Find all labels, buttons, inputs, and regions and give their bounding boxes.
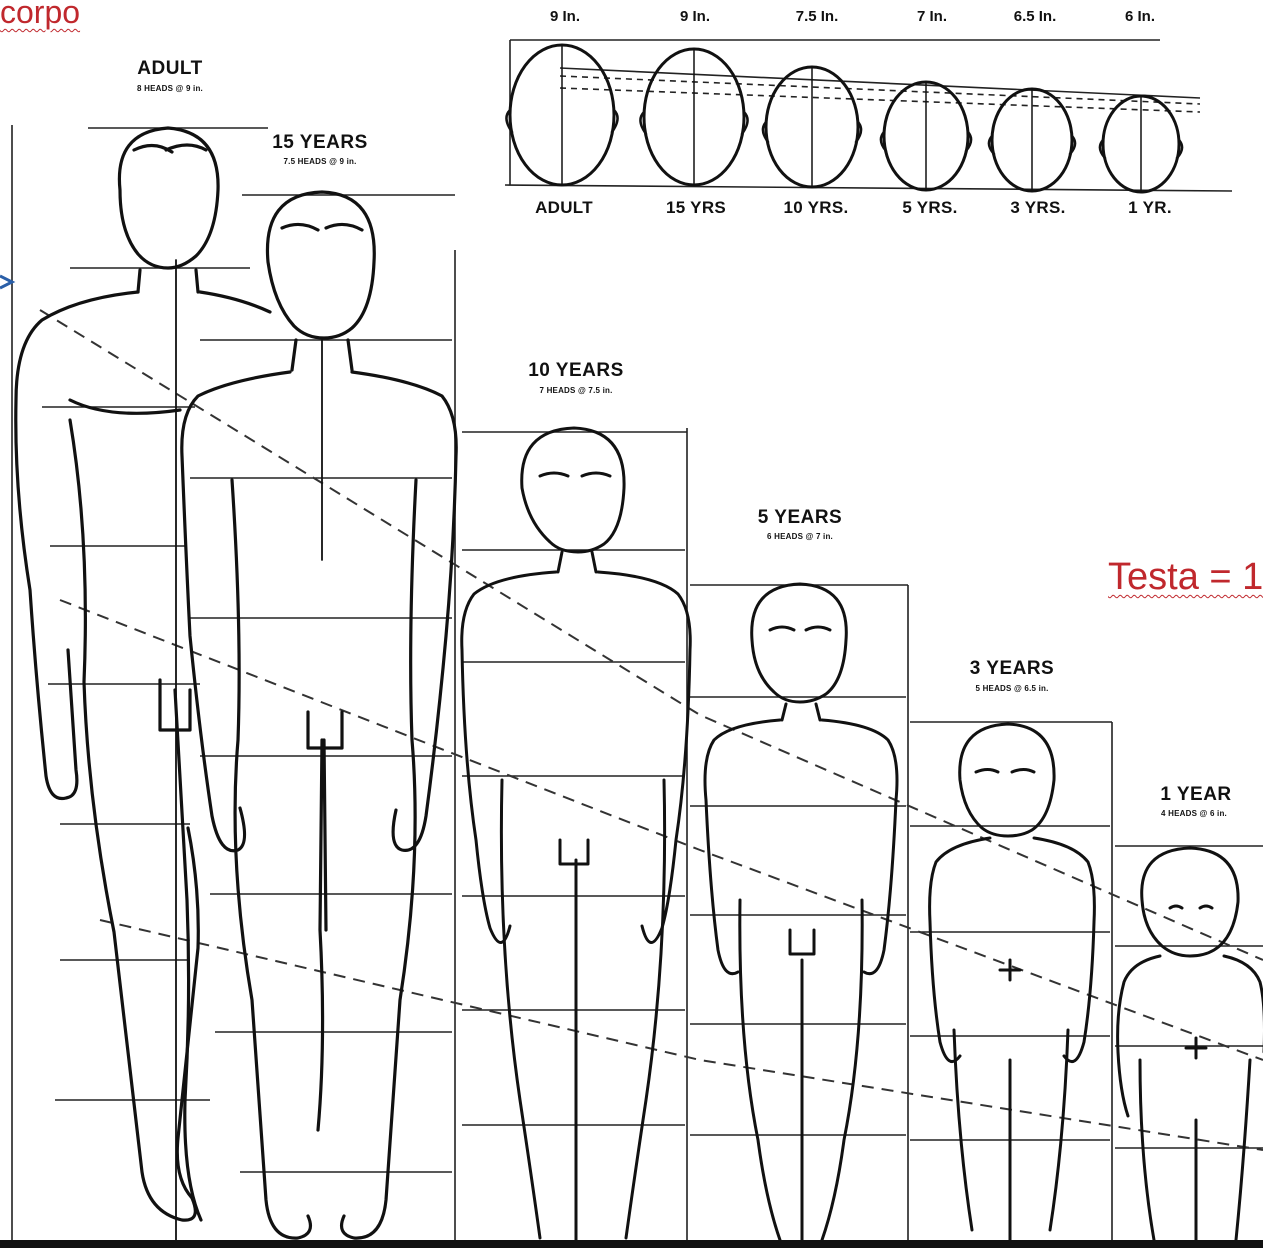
- head-age-15yrs: 15 YRS: [646, 198, 746, 218]
- head-age-3yrs: 3 YRS.: [990, 198, 1086, 218]
- head-adult: [506, 45, 617, 185]
- head-age-adult: ADULT: [512, 198, 616, 218]
- figure-subtitle-1year: 4 HEADS @ 6 in.: [1128, 809, 1260, 818]
- child5-divisions: [690, 697, 906, 1135]
- figure-title-15years: 15 YEARS: [250, 132, 390, 154]
- head-comparison-row: [505, 40, 1232, 192]
- head-age-5yrs: 5 YRS.: [882, 198, 978, 218]
- head-15yrs: [640, 49, 747, 185]
- figure-title-adult: ADULT: [110, 58, 230, 80]
- adult-divisions: [42, 268, 250, 1100]
- figure-subtitle-10years: 7 HEADS @ 7.5 in.: [496, 386, 656, 395]
- head-size-3yrs: 6.5 In.: [990, 8, 1080, 25]
- head-size-1yr: 6 In.: [1100, 8, 1180, 25]
- figure-title-10years: 10 YEARS: [506, 360, 646, 382]
- head-10yrs: [763, 67, 861, 187]
- figure-subtitle-5years: 6 HEADS @ 7 in.: [720, 532, 880, 541]
- figure-1year: [1118, 848, 1263, 1240]
- figure-3years: [930, 724, 1095, 1240]
- figure-title-1year: 1 YEAR: [1132, 784, 1260, 806]
- figure-title-5years: 5 YEARS: [730, 507, 870, 529]
- growth-lines: [40, 310, 1263, 1150]
- figure-15years: [182, 192, 456, 1238]
- head-3yrs: [989, 89, 1075, 191]
- figure-subtitle-3years: 5 HEADS @ 6.5 in.: [932, 684, 1092, 693]
- head-size-adult: 9 In.: [520, 8, 610, 25]
- head-5yrs: [881, 82, 971, 190]
- figure-subtitle-15years: 7.5 HEADS @ 9 in.: [240, 157, 400, 166]
- head-age-10yrs: 10 YRS.: [766, 198, 866, 218]
- figure-subtitle-adult: 8 HEADS @ 9 in.: [100, 84, 240, 93]
- figure-title-3years: 3 YEARS: [942, 658, 1082, 680]
- side-word: Testa = 1: [1108, 556, 1263, 599]
- head-size-10yrs: 7.5 In.: [772, 8, 862, 25]
- head-age-1yr: 1 YR.: [1110, 198, 1190, 218]
- head-size-15yrs: 9 In.: [650, 8, 740, 25]
- head-size-5yrs: 7 In.: [887, 8, 977, 25]
- head-1yr: [1100, 96, 1182, 192]
- corner-word: corpo: [0, 0, 80, 31]
- arrow-icon: [0, 276, 12, 288]
